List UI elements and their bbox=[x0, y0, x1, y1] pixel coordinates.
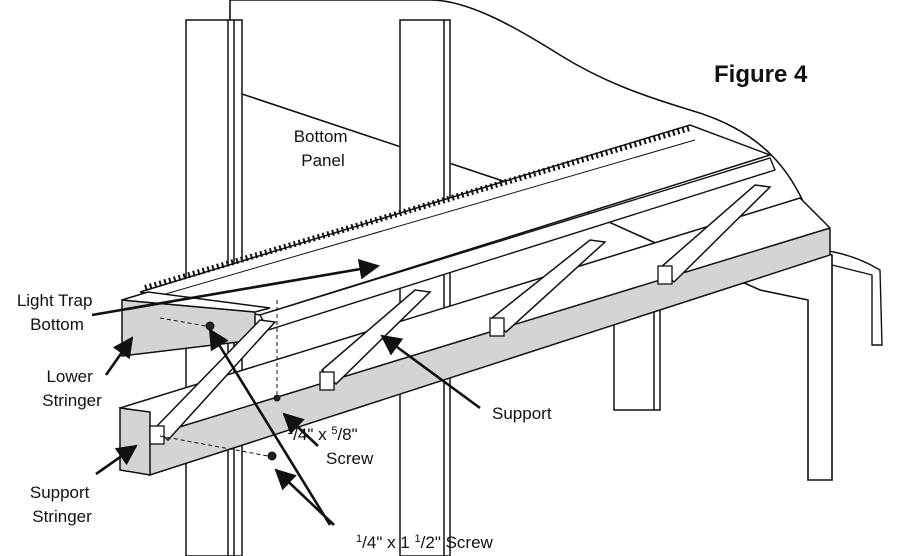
diagonal-supports bbox=[153, 184, 772, 442]
label-bottom-panel: Bottom Panel bbox=[294, 127, 353, 170]
screw-short-den1: 4 bbox=[298, 425, 307, 444]
screw-short-end: " bbox=[352, 425, 358, 444]
dashed-guides bbox=[159, 300, 278, 457]
label-lower-stringer-line2: Stringer bbox=[42, 391, 102, 410]
support-feet bbox=[149, 265, 673, 445]
screw-short-num2: 5 bbox=[331, 425, 337, 437]
screw-short-den2: 8 bbox=[342, 425, 351, 444]
label-lower-stringer: Lower Stringer bbox=[42, 367, 102, 410]
label-support-stringer-line2: Stringer bbox=[32, 507, 92, 526]
label-screw-long: 1/4" x 1 1/2" Screw bbox=[356, 533, 494, 552]
label-light-trap-bottom: Light Trap Bottom bbox=[17, 291, 97, 334]
screws bbox=[205, 321, 281, 461]
light-trap-edge bbox=[144, 139, 696, 301]
label-screw-short: 1/4" x 5/8" bbox=[287, 425, 358, 444]
label-support-stringer-line1: Support bbox=[30, 483, 90, 502]
screw-long-den2: 2 bbox=[425, 533, 434, 552]
screw-long-den1: 4 bbox=[367, 533, 376, 552]
screw-short-num1: 1 bbox=[287, 425, 293, 437]
label-support-stringer: Support Stringer bbox=[30, 483, 94, 526]
label-lower-stringer-line1: Lower bbox=[46, 367, 93, 386]
screw-long-num1: 1 bbox=[356, 533, 362, 545]
leader-arrows bbox=[91, 258, 481, 526]
label-light-trap-line2: Bottom bbox=[30, 315, 84, 334]
figure-title: Figure 4 bbox=[714, 61, 808, 88]
screw-short-mid: " x bbox=[307, 425, 331, 444]
label-bottom-panel-line1: Bottom bbox=[294, 127, 348, 146]
label-bottom-panel-line2: Panel bbox=[301, 151, 344, 170]
label-light-trap-line1: Light Trap bbox=[17, 291, 93, 310]
screw-long-end: " Screw bbox=[435, 533, 494, 552]
screw-long-mid: " x 1 bbox=[376, 533, 414, 552]
screw-long-num2: 1 bbox=[415, 533, 421, 545]
label-support: Support bbox=[492, 404, 552, 423]
label-screw-short-word: Screw bbox=[326, 449, 374, 468]
